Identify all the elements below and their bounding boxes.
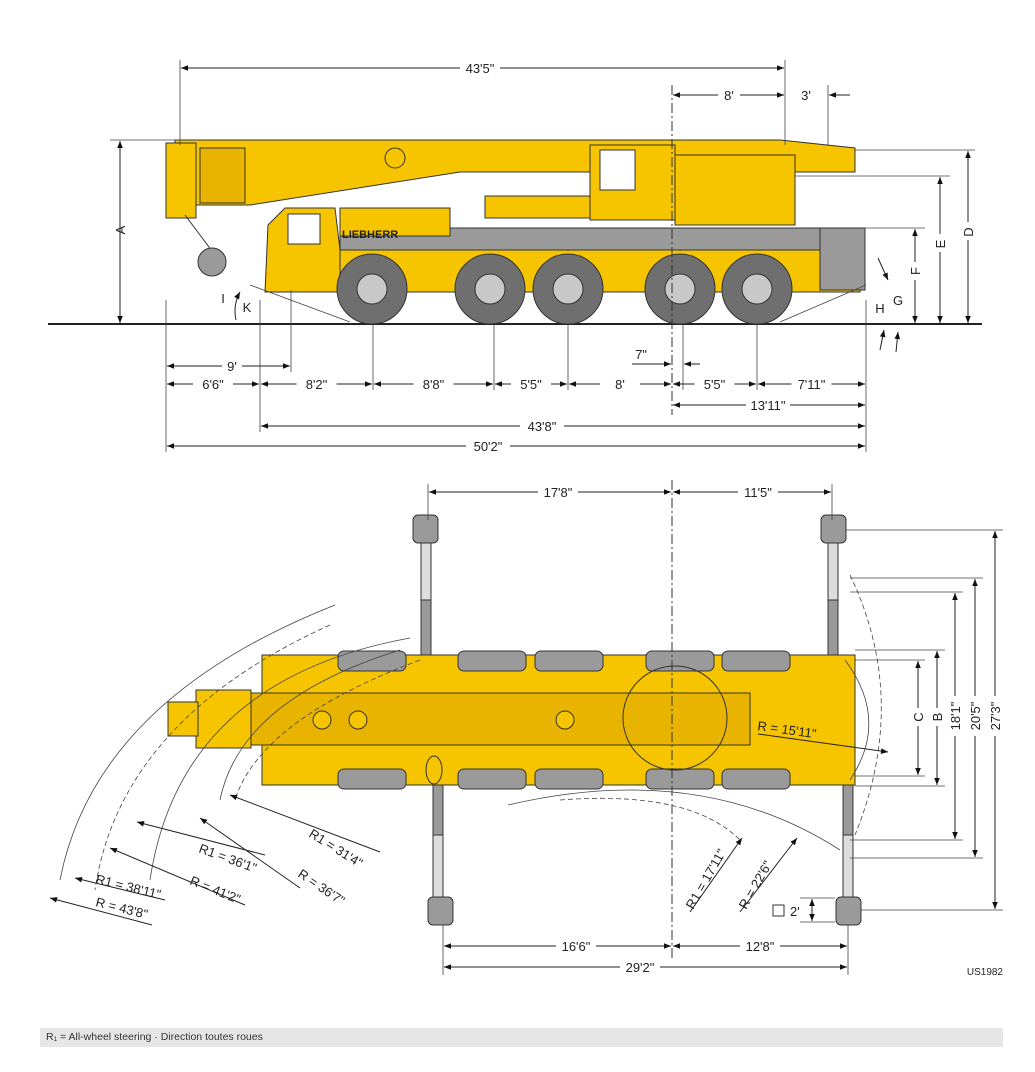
dim-total-length-label: 50'2"	[474, 439, 503, 454]
dim-segment-label: 8'2"	[306, 377, 328, 392]
dim-segment-label: 7'11"	[798, 377, 826, 392]
dim-segment-row: 6'6" 8'2" 8'8" 5'5" 8' 5'5" 7'11"	[167, 376, 865, 392]
dim-K-label: K	[243, 300, 252, 315]
dim-front-outrigger-label: 17'8"	[544, 485, 573, 500]
wheels	[336, 253, 793, 325]
radius-r-22-6-label: R = 22'6"	[736, 858, 776, 912]
dim-rear-13-11-label: 13'11"	[750, 398, 785, 413]
square-pad-icon	[772, 904, 785, 917]
radius-r-41-2-label: R = 41'2"	[188, 873, 243, 907]
outrigger-pad	[835, 896, 862, 926]
tires-top	[337, 650, 791, 790]
dim-rear-outrigger-label: 11'5"	[744, 485, 772, 500]
dim-D-label: D	[961, 227, 976, 236]
dim-rear-3-label: 3'	[801, 88, 811, 103]
dim-front-label: 16'6"	[562, 939, 591, 954]
boom-top	[249, 692, 751, 746]
dim-rear-label: 12'8"	[746, 939, 775, 954]
side-view: LIEBHERR	[48, 60, 982, 454]
dim-B-label: B	[930, 713, 945, 722]
outriggers	[412, 514, 862, 926]
radius-r1-17-11-label: R1 = 17'11"	[683, 846, 729, 911]
dim-18-1-label: 18'1"	[948, 701, 963, 730]
dim-7in-label: 7"	[635, 347, 647, 362]
dim-outrigger-total-label: 29'2"	[626, 960, 655, 975]
angle-I-label: I	[221, 291, 225, 306]
dim-segment-label: 5'5"	[520, 377, 542, 392]
dim-C-label: C	[911, 712, 926, 721]
pad-size-label: 2'	[790, 904, 800, 919]
legend-footer: R₁ = All-wheel steering · Direction tout…	[40, 1028, 1003, 1047]
dim-segment-label: 6'6"	[202, 377, 224, 392]
drawing-code: US1982	[967, 967, 1004, 978]
dim-overall-length-label: 43'5"	[466, 61, 495, 76]
superstructure	[165, 139, 856, 277]
slewing-ring	[622, 665, 728, 771]
hook-block	[197, 247, 227, 277]
dim-segment-label: 8'8"	[423, 377, 445, 392]
dim-segment-label: 8'	[615, 377, 625, 392]
brand-label: LIEBHERR	[342, 229, 398, 241]
radius-r-43-8-label: R = 43'8"	[94, 894, 149, 921]
dim-20-5-label: 20'5"	[968, 701, 983, 730]
outrigger-pad	[427, 896, 454, 926]
dim-E-label: E	[933, 239, 948, 248]
dim-F-label: F	[908, 267, 923, 275]
outrigger-pad	[412, 514, 439, 544]
dim-H-label: H	[875, 301, 884, 316]
dim-27-3-label: 27'3"	[988, 701, 1003, 730]
dim-segment-label: 5'5"	[704, 377, 726, 392]
dim-G-label: G	[893, 293, 903, 308]
top-view: R1 = 31'4" R = 36'7" R1 = 36'1" R = 41'2…	[49, 480, 1004, 978]
dim-carrier-length-label: 43'8"	[528, 419, 557, 434]
radius-r-36-7-label: R = 36'7"	[295, 866, 348, 908]
dim-A-label: A	[113, 225, 128, 234]
outrigger-pad	[820, 514, 847, 544]
dim-rear-8-label: 8'	[724, 88, 734, 103]
dim-front-9-label: 9'	[227, 359, 237, 374]
radius-r1-31-4-label: R1 = 31'4"	[306, 826, 365, 871]
